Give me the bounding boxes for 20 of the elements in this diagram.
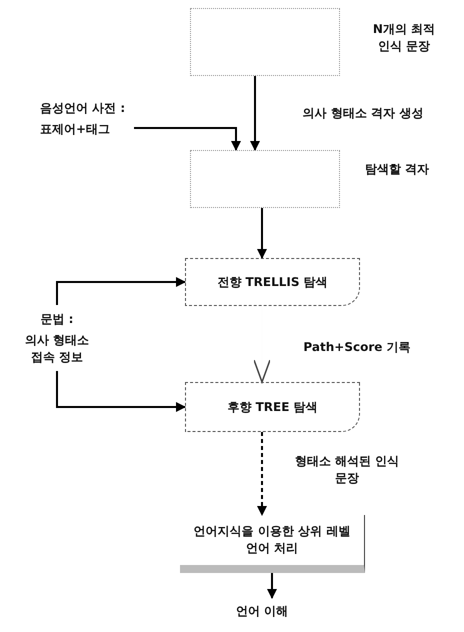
process-box — [185, 258, 360, 306]
node-text: 문법 : — [40, 310, 74, 328]
node-text: 음성언어 사전 : — [40, 100, 126, 117]
node-text: 언어지식을 이용한 상위 레벨 언어 처리 — [192, 523, 352, 557]
process-box — [185, 382, 360, 432]
node-text: 후향 TREE 탐색 — [227, 398, 318, 416]
empty-box — [190, 8, 340, 76]
node-text: 언어 이해 — [236, 602, 288, 620]
arrow — [56, 371, 186, 412]
arrow — [250, 76, 260, 151]
node-text: 표제어+태그 — [40, 121, 110, 138]
arrow — [267, 573, 277, 599]
process-box — [180, 515, 365, 573]
arrow — [134, 127, 241, 151]
node-text: 의사 형태소 접속 정보 — [24, 332, 90, 366]
arrow — [257, 208, 267, 259]
arrow — [56, 277, 186, 305]
arrow — [257, 432, 267, 516]
node-text: 전향 TRELLIS 탐색 — [217, 274, 328, 290]
empty-box — [190, 150, 340, 208]
